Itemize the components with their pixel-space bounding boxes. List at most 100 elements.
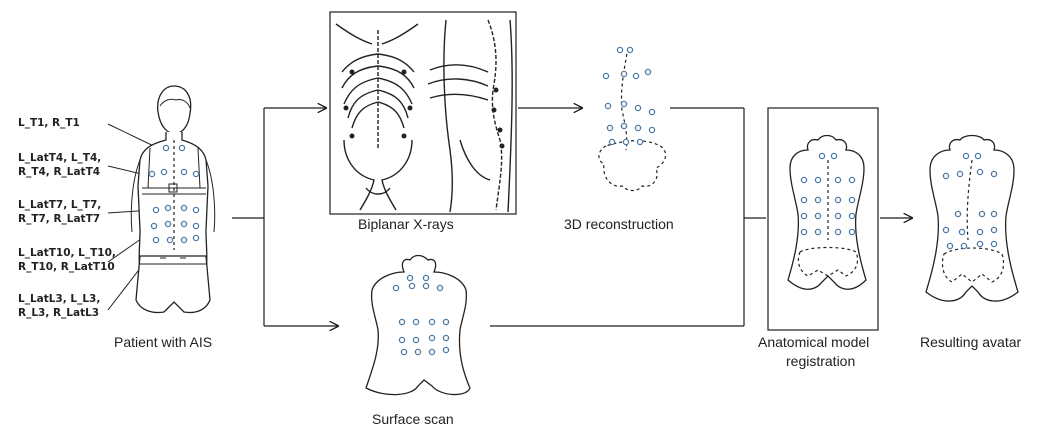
landmark-marker: [635, 105, 640, 110]
landmark-marker: [835, 229, 840, 234]
landmark-marker: [635, 125, 640, 130]
landmark-marker: [991, 241, 996, 246]
landmark-marker: [961, 243, 966, 248]
landmark-marker: [947, 243, 952, 248]
landmark-marker: [943, 227, 948, 232]
landmark-marker: [181, 237, 186, 242]
xray-marker: [350, 70, 355, 75]
landmark-marker: [991, 171, 996, 176]
landmark-label-l3-line2: R_L3, R_LatL3: [18, 307, 99, 319]
xray-marker: [344, 106, 349, 111]
landmark-marker: [991, 227, 996, 232]
clavicles: [336, 24, 418, 44]
landmark-marker: [835, 213, 840, 218]
lateral-spine: [488, 20, 502, 210]
landmark-marker: [165, 221, 170, 226]
landmark-marker: [423, 275, 428, 280]
landmark-marker: [943, 173, 948, 178]
landmark-marker: [959, 229, 964, 234]
xray-lateral-skeleton: [428, 20, 512, 212]
landmark-marker: [801, 213, 806, 218]
caption-registration-line1: Anatomical model: [758, 334, 869, 350]
landmark-marker: [849, 197, 854, 202]
landmark-label-t7-line2: R_T7, R_LatT7: [18, 213, 100, 225]
xray-panel: [330, 12, 516, 214]
landmark-marker: [415, 349, 420, 354]
landmark-marker: [977, 169, 982, 174]
landmark-marker: [193, 207, 198, 212]
landmark-marker: [443, 347, 448, 352]
landmark-marker: [609, 139, 614, 144]
landmark-marker: [991, 211, 996, 216]
landmark-marker: [627, 47, 632, 52]
landmark-marker: [621, 123, 626, 128]
xray-marker: [402, 70, 407, 75]
patient-torso: [138, 132, 208, 270]
xray-marker: [500, 144, 505, 149]
lateral-body-outline: [444, 20, 452, 212]
landmark-marker: [801, 197, 806, 202]
lateral-pelvis: [460, 140, 490, 180]
landmark-marker: [637, 139, 642, 144]
landmark-marker: [831, 153, 836, 158]
lateral-back-outline: [508, 20, 512, 212]
landmark-marker: [443, 319, 448, 324]
landmark-marker: [161, 169, 166, 174]
landmark-marker: [399, 319, 404, 324]
landmark-marker: [835, 197, 840, 202]
xray-marker: [408, 106, 413, 111]
landmark-marker: [621, 71, 626, 76]
frontal-ribs-right: [378, 54, 414, 128]
patient-head: [158, 86, 191, 134]
landmark-marker: [413, 337, 418, 342]
landmark-marker: [815, 197, 820, 202]
landmark-marker: [849, 229, 854, 234]
landmark-marker: [181, 221, 186, 226]
landmark-marker: [149, 171, 154, 176]
landmark-marker: [977, 229, 982, 234]
frontal-ribs-left: [342, 54, 378, 128]
recon-spine: [621, 48, 628, 150]
caption-avatar: Resulting avatar: [920, 334, 1022, 350]
landmark-marker: [645, 69, 650, 74]
reconstruction-figure: [599, 47, 666, 190]
landmark-label-l3-line1: L_LatL3, L_L3,: [18, 293, 100, 305]
xray-frontal-skeleton: [336, 24, 418, 210]
frontal-pelvis: [344, 140, 412, 210]
landmark-marker: [437, 285, 442, 290]
registration-panel: [768, 108, 878, 330]
landmark-marker: [835, 177, 840, 182]
caption-surface: Surface scan: [372, 411, 454, 427]
xray-marker: [350, 134, 355, 139]
landmark-marker: [193, 235, 198, 240]
landmark-marker: [193, 171, 198, 176]
landmark-marker: [603, 73, 608, 78]
landmark-marker: [423, 283, 428, 288]
landmark-label-t4-line2: R_T4, R_LatT4: [18, 166, 100, 178]
landmark-marker: [815, 177, 820, 182]
landmark-label-t10-line2: R_T10, R_LatT10: [18, 261, 115, 273]
xray-frame: [330, 12, 516, 214]
landmark-marker: [153, 207, 158, 212]
landmark-marker: [617, 47, 622, 52]
landmark-marker: [815, 213, 820, 218]
landmark-marker: [399, 337, 404, 342]
landmark-label-t7-line1: L_LatT7, L_T7,: [18, 199, 101, 211]
landmark-marker: [181, 205, 186, 210]
landmark-marker: [849, 213, 854, 218]
avatar-figure: [926, 136, 1018, 302]
landmark-marker: [443, 335, 448, 340]
landmark-marker: [153, 237, 158, 242]
landmark-marker: [979, 211, 984, 216]
landmark-labels: L_T1, R_T1 L_LatT4, L_T4, R_T4, R_LatT4 …: [18, 117, 116, 319]
xray-marker: [498, 128, 503, 133]
caption-xray: Biplanar X-rays: [358, 216, 454, 232]
landmark-marker: [193, 223, 198, 228]
caption-recon: 3D reconstruction: [564, 216, 674, 232]
landmark-marker: [633, 73, 638, 78]
landmark-marker: [605, 103, 610, 108]
landmark-marker: [849, 177, 854, 182]
landmark-marker: [151, 223, 156, 228]
